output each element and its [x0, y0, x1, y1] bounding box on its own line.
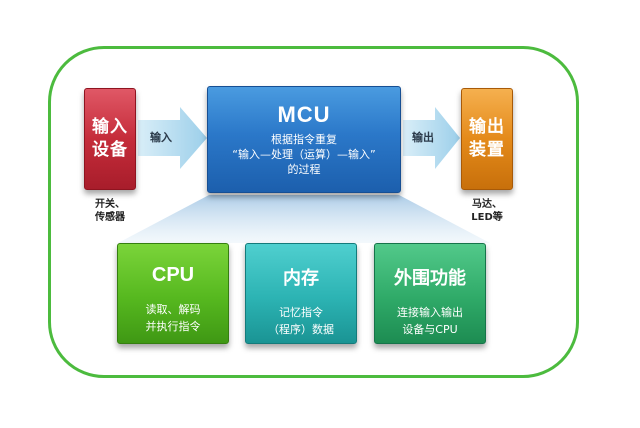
peripheral-title: 外围功能	[394, 268, 466, 289]
output-device-note-line2: LED等	[471, 212, 503, 223]
mcu-description-line3: 的过程	[287, 163, 321, 176]
peripheral-description-line2: 设备与CPU	[402, 323, 458, 336]
output-device-note: 马达、 LED等	[456, 198, 518, 224]
output-device-box: 输出 装置	[461, 88, 513, 190]
input-device-title-line1: 输入	[92, 117, 128, 137]
mcu-title: MCU	[277, 102, 331, 127]
input-device-note: 开关、 传感器	[84, 198, 136, 224]
mcu-description-line2: “输入—处理（运算）—输入”	[232, 148, 376, 161]
mcu-box: MCU 根据指令重复 “输入—处理（运算）—输入” 的过程	[207, 86, 401, 193]
input-arrow-shape	[138, 107, 207, 169]
peripheral-description-line1: 连接输入输出	[397, 306, 463, 319]
cpu-description-line2: 并执行指令	[145, 320, 201, 333]
memory-description-line2: （程序）数据	[268, 323, 334, 336]
rounded-frame	[48, 46, 579, 378]
mcu-expansion-fan	[118, 195, 490, 243]
input-device-note-line1: 开关、	[95, 199, 125, 210]
memory-description-line1: 记忆指令	[279, 306, 323, 319]
input-device-title-line2: 设备	[92, 140, 128, 160]
memory-box: 内存 记忆指令 （程序）数据	[245, 243, 357, 344]
cpu-title: CPU	[151, 264, 195, 286]
input-device-box: 输入 设备	[84, 88, 136, 190]
input-arrow-label: 输入	[150, 131, 172, 144]
input-device-note-line2: 传感器	[95, 212, 125, 223]
output-device-title-line1: 输出	[469, 117, 505, 137]
mcu-description-line1: 根据指令重复	[271, 133, 337, 146]
output-arrow-shape	[403, 107, 460, 169]
cpu-description-line1: 读取、解码	[145, 303, 201, 316]
peripheral-box: 外围功能 连接输入输出 设备与CPU	[374, 243, 486, 344]
cpu-box: CPU 读取、解码 并执行指令	[117, 243, 229, 344]
output-device-note-line1: 马达、	[472, 199, 502, 210]
output-arrow-label: 输出	[412, 131, 434, 144]
output-device-title-line2: 装置	[469, 140, 505, 160]
memory-title: 内存	[283, 268, 319, 289]
